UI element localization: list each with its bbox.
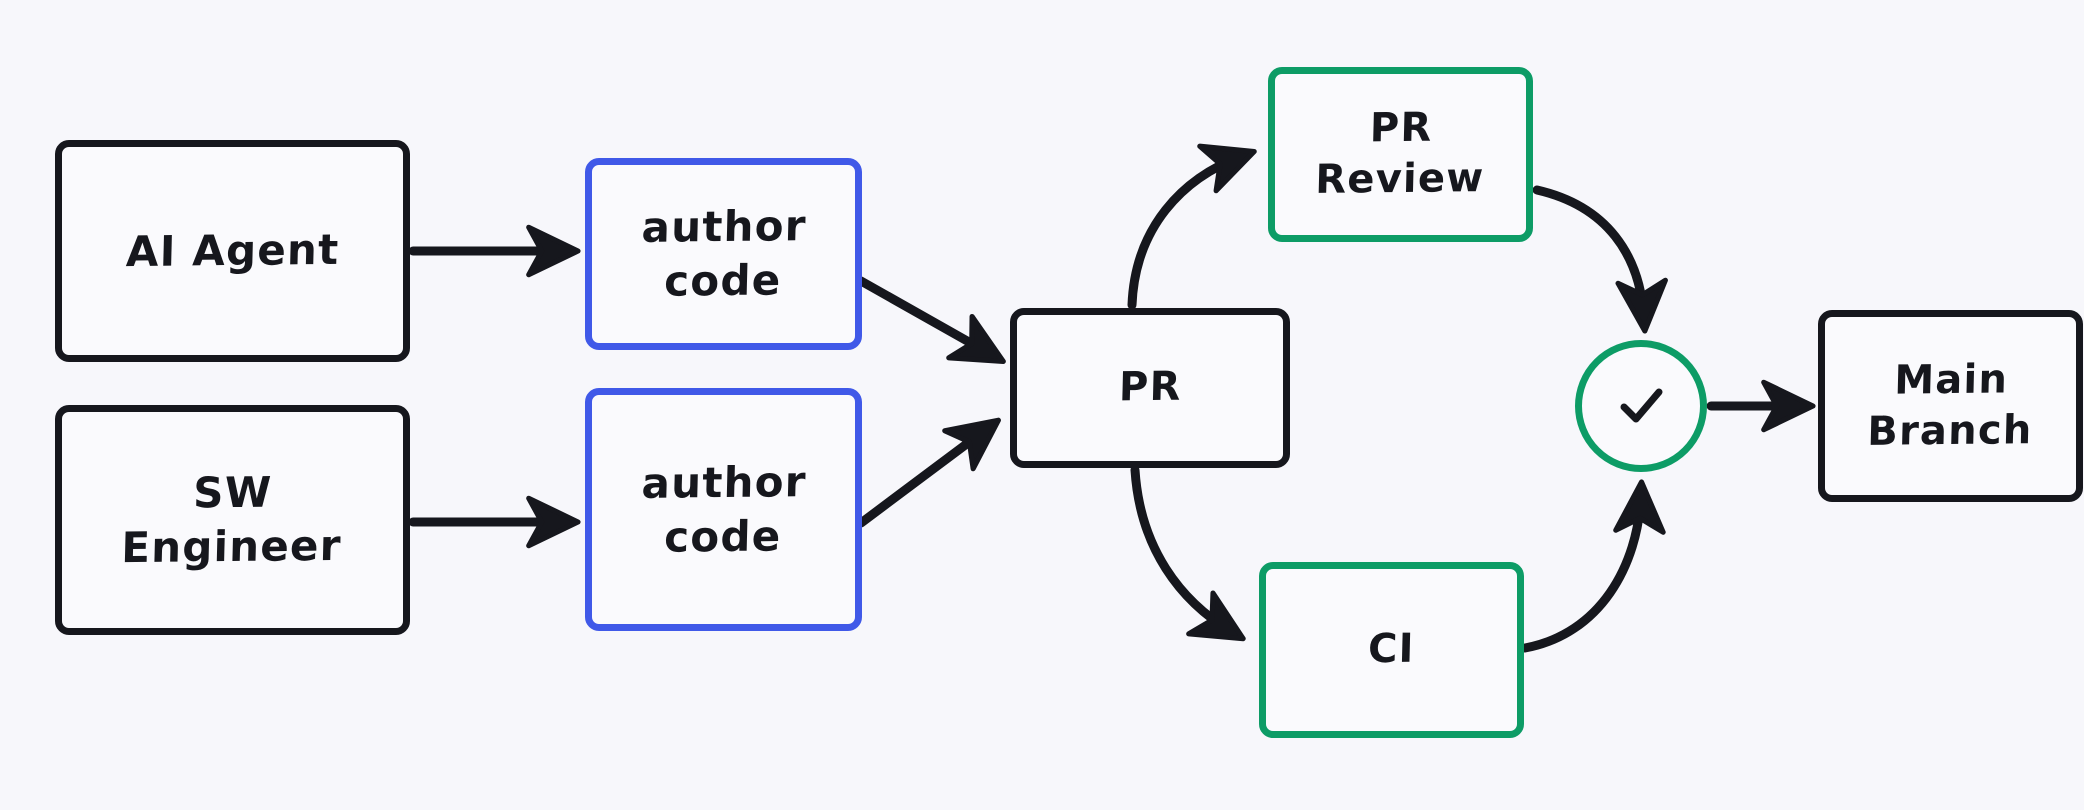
node-approval-check[interactable] xyxy=(1575,340,1707,472)
node-pr[interactable]: PR xyxy=(1010,308,1290,468)
node-sw-engineer-label: SW Engineer xyxy=(121,467,343,573)
node-pr-label: PR xyxy=(1118,364,1182,411)
node-author-code-bottom[interactable]: author code xyxy=(585,388,862,631)
node-sw-engineer[interactable]: SW Engineer xyxy=(55,405,410,635)
edge-pr-review-to-check xyxy=(1532,185,1668,334)
node-author-code-top[interactable]: author code xyxy=(585,158,862,350)
node-author-code-bottom-label: author code xyxy=(641,456,808,562)
edge-pr-to-pr-review xyxy=(1127,143,1257,310)
node-pr-review[interactable]: PR Review xyxy=(1268,67,1533,242)
node-ci-label: CI xyxy=(1367,626,1416,673)
node-pr-review-label: PR Review xyxy=(1314,104,1485,204)
node-author-code-top-label: author code xyxy=(641,201,808,306)
node-ai-agent[interactable]: AI Agent xyxy=(55,140,410,362)
node-ai-agent-label: AI Agent xyxy=(125,225,340,277)
node-main-branch-label: Main Branch xyxy=(1866,356,2034,455)
node-ci[interactable]: CI xyxy=(1259,562,1524,738)
edge-author-code-top-to-pr xyxy=(856,276,1006,364)
edge-ci-to-check xyxy=(1520,479,1666,653)
edge-pr-to-ci xyxy=(1130,465,1246,642)
node-main-branch[interactable]: Main Branch xyxy=(1818,310,2083,502)
edge-author-code-bot-to-pr xyxy=(856,417,1001,528)
check-icon xyxy=(1620,388,1663,423)
